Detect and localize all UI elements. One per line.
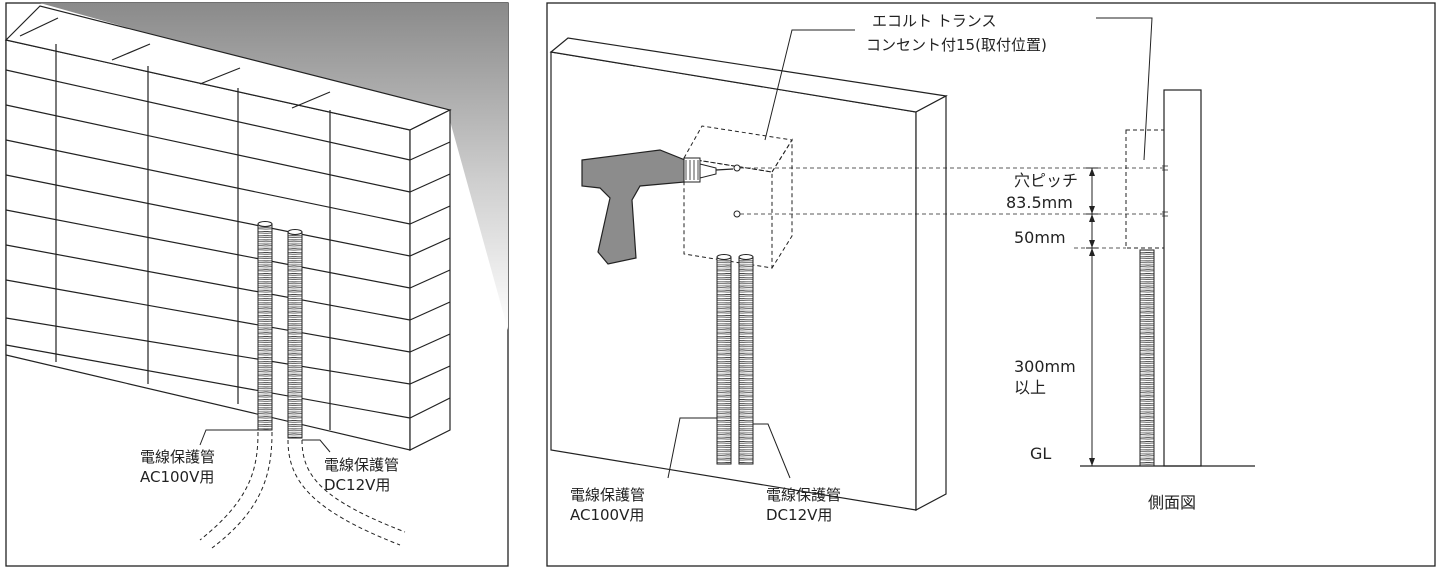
product-label-line1: エコルト トランス	[872, 12, 996, 30]
right-panel: エコルト トランス コンセント付15(取付位置) 電線保護管 AC100V用 電…	[546, 2, 1436, 567]
right-dc-label-2: DC12V用	[766, 506, 832, 524]
gap-value: 50mm	[1014, 228, 1066, 247]
hole-pitch-value: 83.5mm	[1006, 193, 1073, 212]
transformer-outline	[683, 125, 793, 269]
conduit-dc-right	[738, 254, 754, 465]
block-wall	[4, 5, 452, 451]
right-ac-label-2: AC100V用	[570, 506, 644, 524]
left-ac-label-2: AC100V用	[140, 468, 214, 486]
product-label-line2: コンセント付15(取付位置)	[866, 36, 1047, 54]
left-dc-label-1: 電線保護管	[324, 456, 399, 474]
min-height-suffix: 以上	[1014, 378, 1046, 397]
left-dc-label-2: DC12V用	[324, 476, 390, 494]
left-panel: 電線保護管 AC100V用 電線保護管 DC12V用	[4, 2, 509, 567]
min-height-value: 300mm	[1014, 357, 1076, 376]
left-ac-label-1: 電線保護管	[140, 448, 215, 466]
hole-lower	[733, 210, 741, 218]
sky-background	[40, 3, 508, 330]
hole-pitch-label: 穴ピッチ	[1014, 171, 1078, 190]
ground-label: GL	[1030, 444, 1051, 463]
side-view	[1074, 89, 1255, 467]
right-ac-label-1: 電線保護管	[570, 486, 645, 504]
hole-upper	[733, 164, 741, 172]
drill-icon	[581, 149, 734, 265]
conduit-ac-left	[199, 221, 273, 549]
conduit-dc-left	[287, 229, 406, 546]
conduit-ac-right	[716, 254, 732, 465]
side-view-label: 側面図	[1148, 493, 1196, 512]
right-dc-label-1: 電線保護管	[766, 486, 841, 504]
